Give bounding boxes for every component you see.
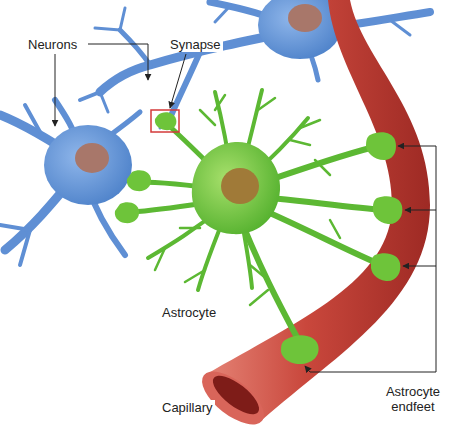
astrocyte-processes <box>132 90 385 343</box>
nucleus <box>75 143 109 173</box>
neuron-body <box>44 125 132 205</box>
part-label: Neurons <box>26 37 79 52</box>
neuron-left <box>0 100 140 265</box>
leader-lines <box>55 44 436 372</box>
astrocyte-body <box>192 142 280 234</box>
capillary-opening <box>193 362 272 434</box>
synapse-box <box>151 110 179 132</box>
part-label: Astrocyte <box>160 305 218 320</box>
nucleus <box>221 168 259 204</box>
part-label: Synapse <box>168 37 223 52</box>
astrocyte-endfeet <box>115 112 403 364</box>
capillary-lumen <box>207 369 265 421</box>
part-label: Capillary <box>160 400 215 415</box>
nucleus <box>288 4 322 32</box>
part-label: Astrocyte endfeet <box>374 384 452 414</box>
